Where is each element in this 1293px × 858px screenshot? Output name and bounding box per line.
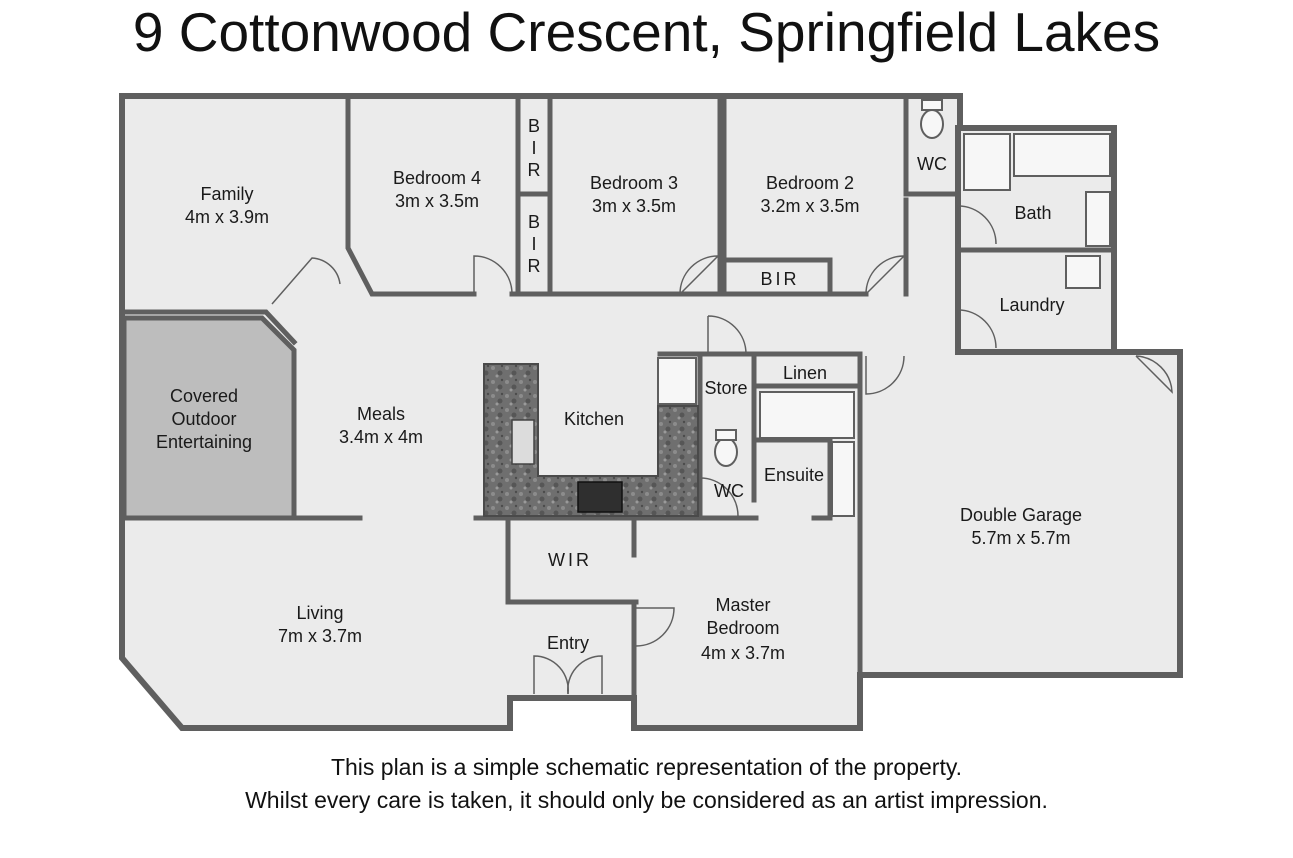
bedroom4-name: Bedroom 4 (393, 168, 481, 188)
bir-letter-3: R (528, 160, 541, 180)
ensuite-wc-label: WC (714, 481, 744, 501)
fixtures (714, 99, 1111, 517)
meals-name: Meals (357, 404, 405, 424)
master-name-line1: Master (715, 595, 770, 615)
bedroom2-name: Bedroom 2 (766, 173, 854, 193)
bath-label: Bath (1014, 203, 1051, 223)
kitchen-label: Kitchen (564, 409, 624, 429)
kitchen-bench (483, 357, 699, 517)
living-name: Living (296, 603, 343, 623)
bir-letter-3: R (528, 256, 541, 276)
bathtub-icon (1013, 133, 1111, 177)
interior-walls (121, 95, 1115, 731)
garage-name: Double Garage (960, 505, 1082, 525)
ensuite-shower-icon (759, 391, 855, 439)
sink-icon (511, 419, 535, 465)
bir-label: BIR (760, 269, 799, 289)
door-swings (271, 205, 1173, 695)
bir-letter-2: I (531, 138, 536, 158)
master-name-line2: Bedroom (706, 618, 779, 638)
bedroom2-size: 3.2m x 3.5m (760, 196, 859, 216)
family-size: 4m x 3.9m (185, 207, 269, 227)
master-size: 4m x 3.7m (701, 643, 785, 663)
garage-size: 5.7m x 5.7m (971, 528, 1070, 548)
disclaimer-line-2: Whilst every care is taken, it should on… (245, 787, 1048, 813)
plan-title: 9 Cottonwood Crescent, Springfield Lakes (132, 1, 1161, 63)
covered-outdoor-line1: Covered (170, 386, 238, 406)
disclaimer-line-1: This plan is a simple schematic represen… (330, 754, 963, 780)
covered-outdoor-area (121, 315, 297, 521)
toilet-icon (714, 437, 738, 467)
vanity-icon (1085, 191, 1111, 247)
bedroom3-size: 3m x 3.5m (592, 196, 676, 216)
ensuite-vanity-icon (831, 441, 855, 517)
toilet-icon (920, 109, 944, 139)
wc-label: WC (917, 154, 947, 174)
entry-label: Entry (547, 633, 589, 653)
store-label: Store (704, 378, 747, 398)
meals-size: 3.4m x 4m (339, 427, 423, 447)
bedroom3-name: Bedroom 3 (590, 173, 678, 193)
laundry-tub-icon (1065, 255, 1101, 289)
fridge-space (657, 357, 697, 405)
bedroom4-size: 3m x 3.5m (395, 191, 479, 211)
shower-icon (963, 133, 1011, 191)
living-size: 7m x 3.7m (278, 626, 362, 646)
cooktop-icon (577, 481, 623, 513)
bir-letter-1: B (528, 212, 540, 232)
wir-label: WIR (548, 550, 592, 570)
floor-areas (119, 93, 1183, 731)
linen-label: Linen (783, 363, 827, 383)
covered-outdoor-line3: Entertaining (156, 432, 252, 452)
covered-outdoor-line2: Outdoor (171, 409, 236, 429)
family-name: Family (201, 184, 254, 204)
room-labels: Family 4m x 3.9m Bedroom 4 3m x 3.5m B I… (156, 116, 1082, 663)
bir-letter-1: B (528, 116, 540, 136)
bir-letter-2: I (531, 234, 536, 254)
ensuite-label: Ensuite (764, 465, 824, 485)
laundry-label: Laundry (999, 295, 1064, 315)
